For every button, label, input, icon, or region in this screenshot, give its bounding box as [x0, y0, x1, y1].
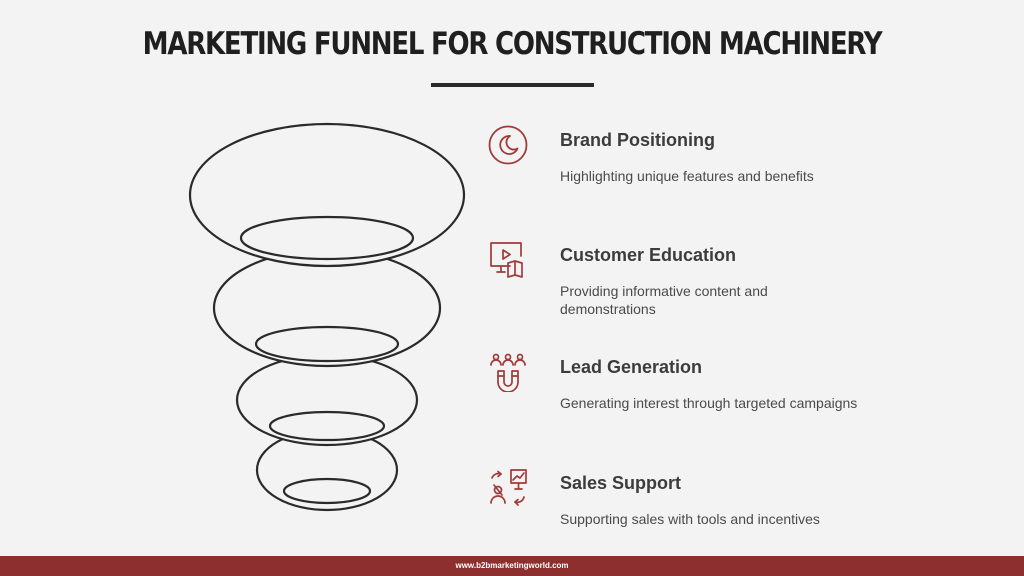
stage-description: Providing informative content and demons…	[560, 283, 768, 317]
stage-heading: Sales Support	[560, 473, 682, 493]
video-book-icon	[490, 242, 523, 278]
stage-description: Highlighting unique features and benefit…	[560, 168, 814, 184]
page-title: MARKETING FUNNEL FOR CONSTRUCTION MACHIN…	[142, 26, 883, 62]
stage-description: Generating interest through targeted cam…	[560, 395, 858, 411]
crescent-moon-icon	[488, 125, 528, 165]
funnel-tier-1-opening	[239, 215, 415, 261]
title-underline	[431, 83, 594, 87]
magnet-people-icon	[490, 353, 526, 392]
stage-heading: Brand Positioning	[560, 130, 715, 150]
footer-url[interactable]: www.b2bmarketingworld.com	[455, 561, 569, 570]
presentation-chart-icon	[490, 469, 527, 506]
stage-heading: Customer Education	[560, 245, 737, 265]
funnel-tier-4-opening	[282, 477, 372, 505]
stage-description: Supporting sales with tools and incentiv…	[560, 511, 820, 527]
funnel-tier-2-opening	[254, 325, 400, 363]
stage-heading: Lead Generation	[560, 357, 703, 377]
funnel-tier-3-opening	[268, 410, 386, 442]
footer-bar: www.b2bmarketingworld.com	[0, 556, 1024, 576]
